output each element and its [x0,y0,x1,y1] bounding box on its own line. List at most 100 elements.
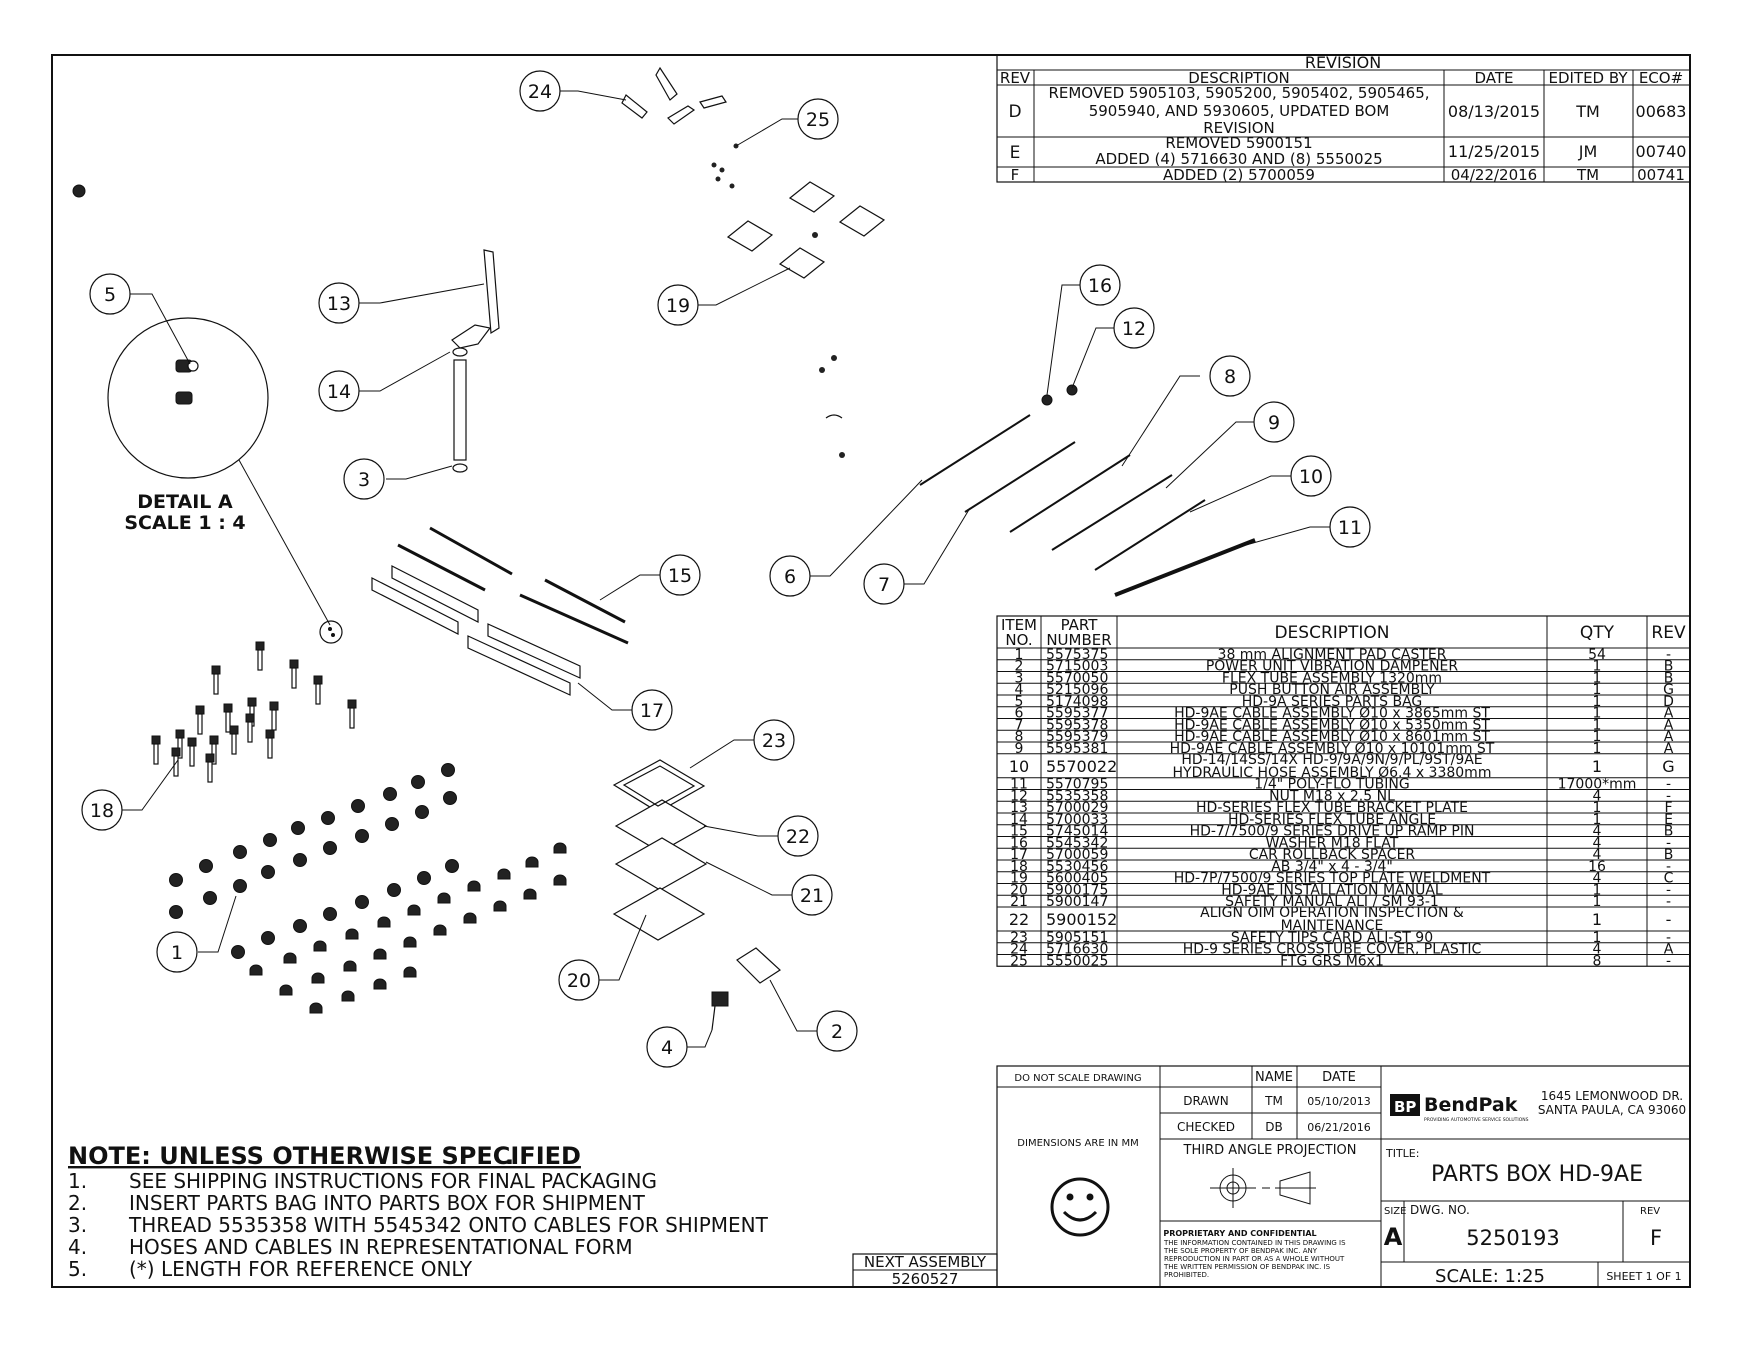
company-tagline: PROVIDING AUTOMOTIVE SERVICE SOLUTIONS [1424,1117,1529,1123]
proprietary-line: REPRODUCTION IN PART OR AS A WHOLE WITHO… [1164,1255,1345,1263]
bom-rev: C [1664,871,1674,887]
checked-label: CHECKED [1177,1120,1235,1134]
bom-part-number: 5174098 [1046,694,1108,710]
bom-description: CAR ROLLBACK SPACER [1249,847,1416,863]
bom-item-number: 19 [1010,871,1028,887]
bom-part-number: 5570795 [1046,777,1108,793]
bom-item-number: 5 [1015,694,1024,710]
bom-description: ALIGN OIM OPERATION INSPECTION & [1200,905,1464,921]
rev-label: REV [1640,1206,1660,1217]
revision-desc-e: ADDED (4) 5716630 AND (8) 5550025 [1095,150,1382,168]
detail-a-marker-icon [319,620,343,644]
detail-a-scale: SCALE 1 : 4 [124,512,245,534]
bom-description: SAFETY TIPS CARD ALI-ST 90 [1231,930,1433,946]
bendpak-logo: BP BendPak PROVIDING AUTOMOTIVE SERVICE … [1390,1094,1529,1123]
poly-flo-tubing-icon [1114,538,1256,597]
balloon-label: 4 [661,1037,673,1059]
bom-description: 1/4" POLY-FLO TUBING [1254,777,1409,793]
bom-item-number: 12 [1010,788,1028,804]
bom-part-number: 5700029 [1046,800,1108,816]
bom-item-number: 14 [1010,812,1028,828]
balloon-label: 18 [90,800,114,822]
rev-value: F [1650,1226,1662,1250]
manual-stack-icon [612,759,708,941]
balloon-19 [657,284,699,326]
bom-description: AB 3/4" x 4 - 3/4" [1271,859,1393,875]
balloon-20 [558,959,600,1001]
bom-description: HD-9AE CABLE ASSEMBLY Ø10 x 10101mm ST [1170,741,1495,757]
balloon-label: 7 [878,574,890,596]
bom-part-number: 5595377 [1046,706,1108,722]
bom-qty: 1 [1593,930,1602,946]
revision-date-e: 11/25/2015 [1448,142,1540,161]
bom-description: WASHER M18 FLAT [1266,835,1399,851]
balloon-6 [769,555,811,597]
balloon-13 [318,282,360,324]
bom-rev: - [1666,859,1671,875]
balloon-14 [318,370,360,412]
proprietary-line: THE WRITTEN PERMISSION OF BENDPAK INC. I… [1163,1263,1331,1271]
proprietary-line: THE INFORMATION CONTAINED IN THIS DRAWIN… [1163,1239,1346,1247]
balloon-label: 5 [104,284,116,306]
balloon-12 [1113,307,1155,349]
bom-rev: A [1664,942,1674,958]
revision-header-rev: REV [1000,69,1031,87]
bom-item-number: 3 [1015,670,1024,686]
bom-description: HD-7/7500/9 SERIES DRIVE UP RAMP PIN [1190,824,1475,840]
bom-item-number: 10 [1009,757,1029,776]
bom-qty: 4 [1593,942,1602,958]
bom-rev: G [1662,757,1674,776]
revision-eco-f: 00741 [1637,166,1685,184]
checked-date: 06/21/2016 [1307,1121,1370,1134]
bom-qty: 1 [1593,682,1602,698]
dwg-no-label: DWG. NO. [1410,1203,1470,1217]
revision-desc-d: REVISION [1203,119,1275,137]
fitting-icon [711,143,739,189]
bom-rev: A [1664,741,1674,757]
bom-part-number: 5715003 [1046,659,1108,675]
bom-part-number: 5900147 [1046,894,1108,910]
revision-rev-e: E [1010,143,1021,163]
parts-bag-fitting-icon [175,359,199,405]
balloon-3 [343,458,385,500]
flex-tube-assembly-icon [452,347,468,473]
bom-rev: - [1666,788,1671,804]
revision-eco-d: 00683 [1636,102,1687,121]
do-not-scale-label: DO NOT SCALE DRAWING [1014,1073,1141,1084]
bom-part-number: 5595381 [1046,741,1108,757]
crosstube-cover-icon [621,66,727,125]
bom-rev: - [1666,835,1671,851]
company-name: BendPak [1424,1094,1518,1116]
caster-icon [72,184,86,198]
bom-qty: 1 [1593,882,1602,898]
vibration-dampener-icon [736,947,781,984]
balloon-label: 1 [171,942,183,964]
bom-header-part: NUMBER [1046,631,1111,649]
revision-date-d: 08/13/2015 [1448,102,1540,121]
bom-description: HD-9AE CABLE ASSEMBLY Ø10 x 3865mm ST [1174,706,1490,722]
push-button-assembly-icon [711,991,729,1031]
drawn-label: DRAWN [1183,1094,1229,1108]
bom-rev: A [1664,706,1674,722]
bom-description: HD-SERIES FLEX TUBE BRACKET PLATE [1196,800,1468,816]
notes-list: 1.SEE SHIPPING INSTRUCTIONS FOR FINAL PA… [68,1169,769,1281]
next-assembly-label: NEXT ASSEMBLY [864,1253,987,1271]
bom-description: HD-7P/7500/9 SERIES TOP PLATE WELDMENT [1174,871,1491,887]
bom-description: HD-14/14SS/14X HD-9/9A/9N/9/PL/9ST/9AE [1181,752,1482,768]
bom-item-number: 18 [1010,859,1028,875]
bom-item-number: 7 [1015,717,1024,733]
revision-date-f: 04/22/2016 [1451,166,1537,184]
ramp-pin-icon [397,526,629,645]
balloon-10 [1290,455,1332,497]
bom-item-number: 2 [1015,659,1024,675]
balloon-15 [659,554,701,596]
bom-description: FLEX TUBE ASSEMBLY 1320mm [1222,670,1442,686]
date-header: DATE [1322,1070,1356,1085]
bom-item-number: 23 [1010,930,1028,946]
revision-eco-e: 00740 [1636,142,1687,161]
bom-item-number: 25 [1010,953,1028,969]
balloon-25 [797,98,839,140]
bom-item-number: 11 [1010,777,1028,793]
bom-qty: 1 [1593,694,1602,710]
